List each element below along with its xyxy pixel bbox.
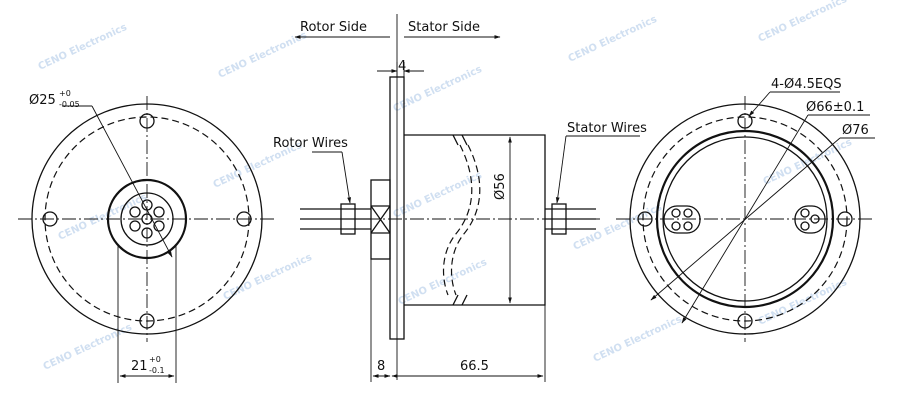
watermark: CENO Electronics <box>42 322 134 373</box>
stator-wires-leader <box>555 135 567 204</box>
mounting-hole <box>236 211 252 227</box>
watermark: CENO Electronics <box>397 257 489 308</box>
rotor-bore-circle <box>120 192 174 246</box>
wire-exit-slot <box>794 205 826 234</box>
body-dia-label: Ø56 <box>493 173 508 200</box>
wire-hole <box>153 220 165 232</box>
watermark: CENO Electronics <box>762 137 854 188</box>
rotor-width-label: 21 <box>131 359 148 374</box>
wire-hole <box>129 220 141 232</box>
bore-dia-leader <box>91 105 173 258</box>
rotor-width-tol-upper: +0 <box>149 355 161 364</box>
flange-width-label: 4 <box>398 59 406 74</box>
wire-hole <box>141 227 153 239</box>
wire-hole <box>153 206 165 218</box>
bearing-cross <box>370 205 391 234</box>
outer-dia-label: Ø76 <box>842 123 869 138</box>
break-mark <box>461 294 468 306</box>
outer-dia-leader <box>650 137 841 301</box>
rotor-width-tol-lower: -0.1 <box>149 366 165 375</box>
wire-hole <box>800 208 810 218</box>
mounting-hole <box>139 313 155 329</box>
wire-hole <box>800 221 810 231</box>
mounting-hole <box>139 113 155 129</box>
watermark: CENO Electronics <box>222 252 314 303</box>
stator-end-view: 4-Ø4.5EQS Ø66±0.1 Ø76 <box>616 77 875 342</box>
bore-dia-label: Ø25 <box>29 93 56 108</box>
body-length-label: 66.5 <box>460 359 489 374</box>
bore-dia-tol-lower: -0.05 <box>59 100 80 109</box>
wire-hole <box>810 214 820 224</box>
stator-wire-sleeve <box>551 203 567 235</box>
side-view: Rotor Side Stator Side Rotor Wires <box>273 14 647 382</box>
holes-label: 4-Ø4.5EQS <box>771 77 842 92</box>
rotor-side-label: Rotor Side <box>300 20 367 35</box>
mounting-hole <box>42 211 58 227</box>
watermark: CENO Electronics <box>392 170 484 221</box>
bore-dia-tol-upper: +0 <box>59 89 71 98</box>
mounting-hole <box>637 211 653 227</box>
stator-side-label: Stator Side <box>408 20 480 35</box>
rotor-front-view: Ø25 +0 -0.05 21 +0 -0.1 <box>18 89 276 383</box>
wire-hole <box>671 208 681 218</box>
rotor-wire-sleeve <box>340 203 356 235</box>
rotor-wires-label: Rotor Wires <box>273 136 348 151</box>
stator-wires-label: Stator Wires <box>567 121 647 136</box>
wire-hole <box>683 221 693 231</box>
rotor-outer-circle <box>106 178 188 260</box>
mounting-hole <box>837 211 853 227</box>
watermark: CENO Electronics <box>217 30 309 81</box>
break-mark <box>461 134 468 146</box>
stator-body <box>404 134 546 306</box>
watermark: CENO Electronics <box>37 22 129 73</box>
wire-hole <box>683 208 693 218</box>
break-mark <box>452 134 459 146</box>
wire-hole <box>671 221 681 231</box>
break-mark <box>452 294 459 306</box>
watermark: CENO Electronics <box>757 0 849 45</box>
watermarks: CENO Electronics CENO Electronics CENO E… <box>37 0 854 373</box>
mounting-hole <box>737 113 753 129</box>
wire-exit-slot <box>663 205 701 234</box>
flange-thickness-label: 8 <box>377 359 385 374</box>
watermark: CENO Electronics <box>592 314 684 365</box>
holes-leader <box>748 91 771 117</box>
rotor-wires-leader <box>341 151 351 204</box>
wire-hole <box>129 206 141 218</box>
bolt-circle-label: Ø66±0.1 <box>806 100 864 115</box>
watermark: CENO Electronics <box>567 14 659 65</box>
mounting-hole <box>737 313 753 329</box>
